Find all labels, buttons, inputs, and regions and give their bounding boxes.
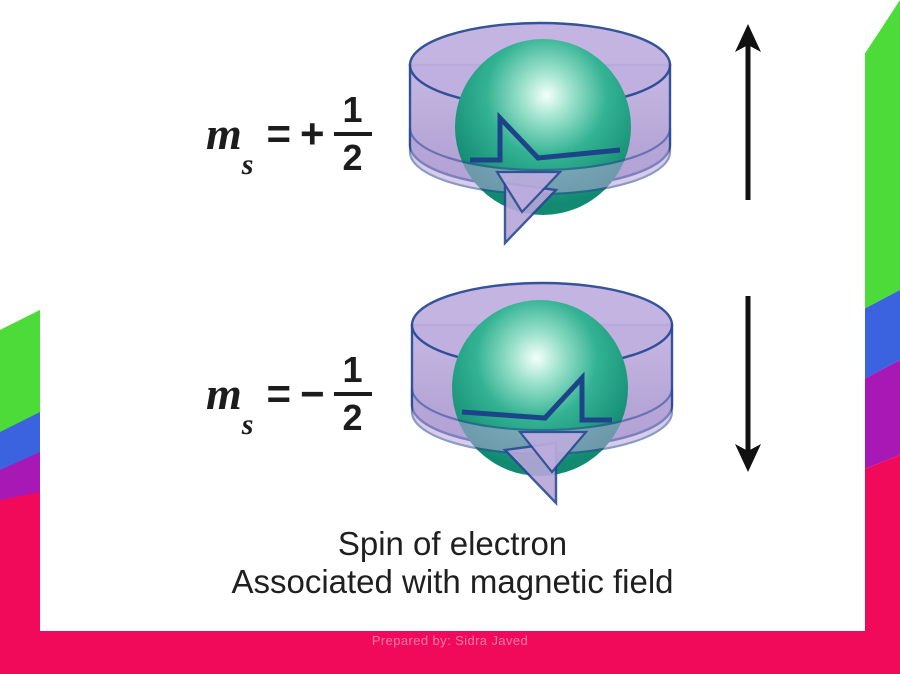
fraction-bar-down — [333, 392, 372, 396]
formula-fraction-up: 1 2 — [333, 89, 372, 178]
caption-line-1: Spin of electron — [337, 525, 568, 562]
formula-numerator-up: 1 — [342, 89, 363, 130]
watermark-credit: Prepared by: Sidra Javed — [371, 633, 529, 648]
caption-block: Spin of electron Associated with magneti… — [40, 525, 865, 602]
fraction-bar-up — [333, 132, 372, 136]
formula-symbol-m-up: m — [206, 108, 242, 159]
formula-subscript-s-down: s — [241, 408, 254, 441]
formula-subscript-s-up: s — [241, 148, 254, 181]
band-pink-left — [0, 492, 40, 674]
caption-line-2: Associated with magnetic field — [231, 563, 674, 601]
band-purple-right — [862, 360, 900, 470]
band-blue-right — [862, 290, 900, 380]
formula-sign-up: + — [300, 110, 325, 157]
formula-fraction-down: 1 2 — [333, 349, 372, 438]
formula-denominator-up: 2 — [342, 137, 363, 178]
formula-symbol-m-down: m — [206, 368, 242, 419]
formula-numerator-down: 1 — [342, 349, 363, 390]
formula-sign-down: − — [300, 370, 325, 417]
band-pink-right — [862, 455, 900, 674]
band-green-right — [862, 0, 900, 310]
formula-denominator-down: 2 — [342, 397, 363, 438]
formula-equals-up: = — [266, 110, 291, 157]
formula-equals-down: = — [266, 370, 291, 417]
